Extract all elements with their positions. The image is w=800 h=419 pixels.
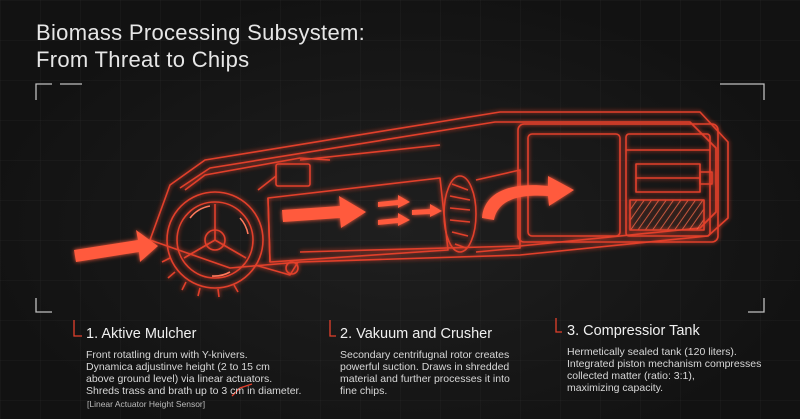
frame-brackets xyxy=(35,83,765,313)
piston-housing xyxy=(625,133,711,237)
frame-corner-top-left xyxy=(35,83,82,100)
machine-hull-inner-line xyxy=(179,121,717,253)
linear-actuator-box xyxy=(275,163,311,187)
frame-corner-top-right xyxy=(720,83,765,100)
skid-wheel xyxy=(285,261,299,275)
frame-corner-bottom-left xyxy=(35,298,52,313)
diagram-title-line-2: From Threat to Chips xyxy=(36,47,250,72)
mulcher-drum-inner xyxy=(176,201,254,279)
duct-arrow-large xyxy=(282,196,366,228)
callout-line-vacuum xyxy=(329,320,336,337)
piston-rod-end xyxy=(699,171,713,185)
crusher-rotor-fins xyxy=(449,183,471,249)
compressor-tank xyxy=(517,123,719,243)
actuator-arm-rod xyxy=(299,144,441,161)
callout-line-mulcher xyxy=(73,320,82,337)
sensor-note: [Linear Actuator Height Sensor] xyxy=(87,399,206,409)
section-mulcher-heading: 1. Aktive Mulcher xyxy=(86,326,197,342)
compressor-tank-chamber xyxy=(527,133,621,237)
section-vacuum-heading: 2. Vakuum and Crusher xyxy=(340,326,493,342)
transfer-duct xyxy=(475,169,521,253)
mulcher-teeth xyxy=(161,257,239,298)
skid-link xyxy=(254,261,299,276)
callout-line-sensor xyxy=(231,383,253,397)
intake-arrow xyxy=(74,230,158,262)
frame-corner-bottom-right xyxy=(748,298,765,313)
section-mulcher: 1. Aktive Mulcher Front rotatling drum w… xyxy=(86,326,301,397)
section-tank: 3. Compressior Tank Hermetically sealed … xyxy=(567,323,761,394)
compressed-material xyxy=(629,199,705,231)
diagram-title-line-1: Biomass Processing Subsystem: xyxy=(36,20,366,45)
callout-line-tank xyxy=(555,318,562,333)
section-tank-heading: 3. Compressior Tank xyxy=(567,323,700,339)
duct-arrow-small-3 xyxy=(412,204,442,217)
section-vacuum-body: Secondary centrifugnal rotor creates pow… xyxy=(340,349,510,397)
duct-arrow-small-1 xyxy=(378,195,410,208)
section-mulcher-body: Front rotatling drum with Y-knivers. Dyn… xyxy=(86,349,302,397)
crusher-rotor xyxy=(443,175,477,253)
drum-rotation-arrows xyxy=(189,205,249,277)
transfer-arrow xyxy=(482,176,574,220)
flow-arrows xyxy=(74,176,574,262)
section-tank-body: Hermetically sealed tank (120 liters). I… xyxy=(567,346,762,394)
section-vacuum: 2. Vakuum and Crusher Secondary centrifu… xyxy=(340,326,510,397)
duct-arrow-small-2 xyxy=(378,213,410,226)
machine-hull-outline xyxy=(149,111,729,269)
mulcher-drum-outer xyxy=(166,191,264,289)
callout-lines xyxy=(73,318,562,397)
